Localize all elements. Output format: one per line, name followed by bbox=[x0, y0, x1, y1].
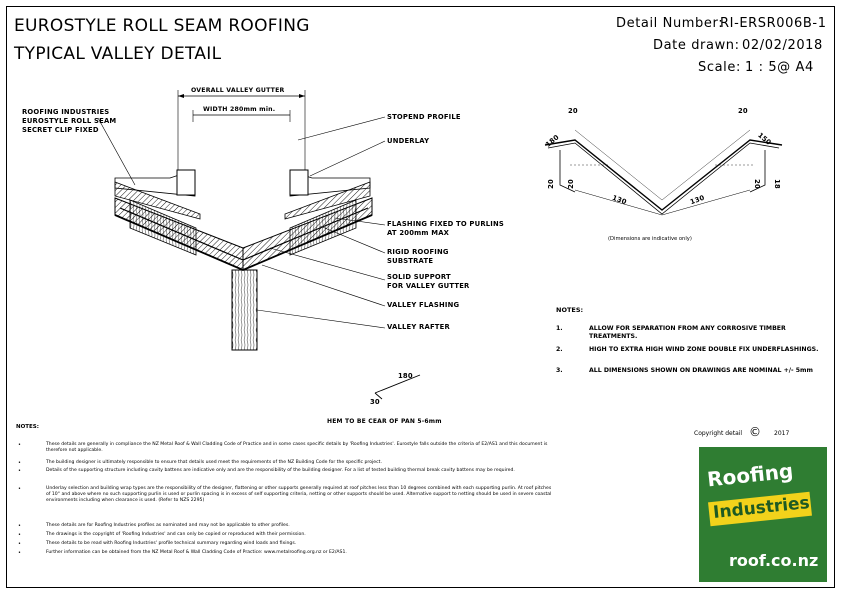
date-label: Date drawn: bbox=[653, 38, 740, 53]
label-flashing-fixed: FLASHING FIXED TO PURLINS bbox=[387, 220, 505, 228]
note-text: ALLOW FOR SEPARATION FROM ANY CORROSIVE … bbox=[589, 325, 786, 340]
left-label-2: EUROSTYLE ROLL SEAM bbox=[22, 117, 117, 125]
notes-right-title: NOTES: bbox=[556, 306, 584, 314]
bullet: • bbox=[18, 532, 21, 538]
label-substrate: SUBSTRATE bbox=[387, 257, 434, 265]
hem-sketch bbox=[374, 374, 421, 400]
width-label: WIDTH 280mm min. bbox=[203, 106, 276, 113]
copyright-year: 2017 bbox=[774, 430, 790, 437]
bullet: • bbox=[18, 442, 21, 448]
profile-note: (Dimensions are indicative only) bbox=[608, 236, 692, 242]
copyright-symbol: © bbox=[749, 425, 761, 439]
hem-dim-b: 30 bbox=[370, 398, 380, 406]
detail-number-label: Detail Number: bbox=[616, 16, 724, 31]
note-number: 2. bbox=[556, 346, 563, 353]
general-note: The building designer is ultimately resp… bbox=[46, 460, 382, 465]
valley-rafter bbox=[231, 269, 258, 351]
left-roof-sheet bbox=[114, 181, 201, 220]
profile-dim-left-1: 20 bbox=[568, 107, 578, 115]
logo-word-roofing: Roofing bbox=[705, 458, 795, 492]
note-text: ALL DIMENSIONS SHOWN ON DRAWINGS ARE NOM… bbox=[589, 367, 813, 374]
label-rigid-roofing: RIGID ROOFING bbox=[387, 248, 449, 256]
scale-label: Scale: bbox=[698, 60, 741, 75]
label-valley-flashing: VALLEY FLASHING bbox=[387, 301, 460, 309]
profile-dim-left-4: 20 bbox=[566, 179, 575, 189]
profile-dim-right-4: 18 bbox=[772, 179, 781, 189]
hem-dim-a: 180 bbox=[398, 372, 413, 380]
profile-dim-right-3: 20 bbox=[752, 179, 761, 189]
profile-dim-left-3: 20 bbox=[546, 179, 555, 189]
general-note: These details to be read with Roofing In… bbox=[46, 541, 297, 546]
bullet: • bbox=[18, 486, 21, 492]
label-underlay: UNDERLAY bbox=[387, 137, 430, 145]
label-stopend-profile: STOPEND PROFILE bbox=[387, 113, 461, 121]
general-note: These details are for Roofing Industries… bbox=[46, 523, 290, 528]
left-label-3: SECRET CLIP FIXED bbox=[22, 126, 99, 134]
bullet: • bbox=[18, 550, 21, 556]
notes-general-title: NOTES: bbox=[16, 424, 39, 430]
date-value: 02/02/2018 bbox=[742, 38, 823, 53]
valley-flashing-profile bbox=[544, 129, 783, 216]
note-text: HIGH TO EXTRA HIGH WIND ZONE DOUBLE FIX … bbox=[589, 346, 819, 353]
bullet: • bbox=[18, 468, 21, 474]
scale-value: 1 : 5@ A4 bbox=[745, 60, 814, 75]
logo-url: roof.co.nz bbox=[729, 551, 819, 570]
general-note: The drawings is the copyright of 'Roofin… bbox=[46, 532, 306, 537]
general-note: These details are generally in complianc… bbox=[46, 442, 548, 454]
note-number: 3. bbox=[556, 367, 563, 374]
label-solid-support: SOLID SUPPORT bbox=[387, 273, 451, 281]
overall-gutter-label: OVERALL VALLEY GUTTER bbox=[191, 87, 285, 94]
label-valley-rafter: VALLEY RAFTER bbox=[387, 323, 450, 331]
copyright-label: Copyright detail bbox=[694, 430, 743, 437]
bullet: • bbox=[18, 460, 21, 466]
detail-number: RI-ERSR006B-1 bbox=[720, 16, 827, 31]
general-note: Details of the supporting structure incl… bbox=[46, 468, 515, 473]
roofing-industries-logo: Roofing Industries roof.co.nz bbox=[699, 447, 827, 582]
drawing-title: EUROSTYLE ROLL SEAM ROOFING bbox=[14, 16, 310, 36]
drawing-subtitle: TYPICAL VALLEY DETAIL bbox=[14, 44, 222, 64]
bullet: • bbox=[18, 541, 21, 547]
profile-dim-right-1: 20 bbox=[738, 107, 748, 115]
label-valley-gutter: FOR VALLEY GUTTER bbox=[387, 282, 470, 290]
right-roof-sheet bbox=[284, 181, 371, 220]
bullet: • bbox=[18, 523, 21, 529]
general-note: Underlay selection and building wrap typ… bbox=[46, 486, 552, 504]
left-label-1: ROOFING INDUSTRIES bbox=[22, 108, 110, 116]
hem-label: HEM TO BE CEAR OF PAN 5-6mm bbox=[327, 418, 442, 425]
general-note: Further information can be obtained from… bbox=[46, 550, 347, 555]
drawing-frame bbox=[6, 6, 835, 588]
note-number: 1. bbox=[556, 325, 563, 332]
label-at-200mm: AT 200mm MAX bbox=[387, 229, 450, 237]
